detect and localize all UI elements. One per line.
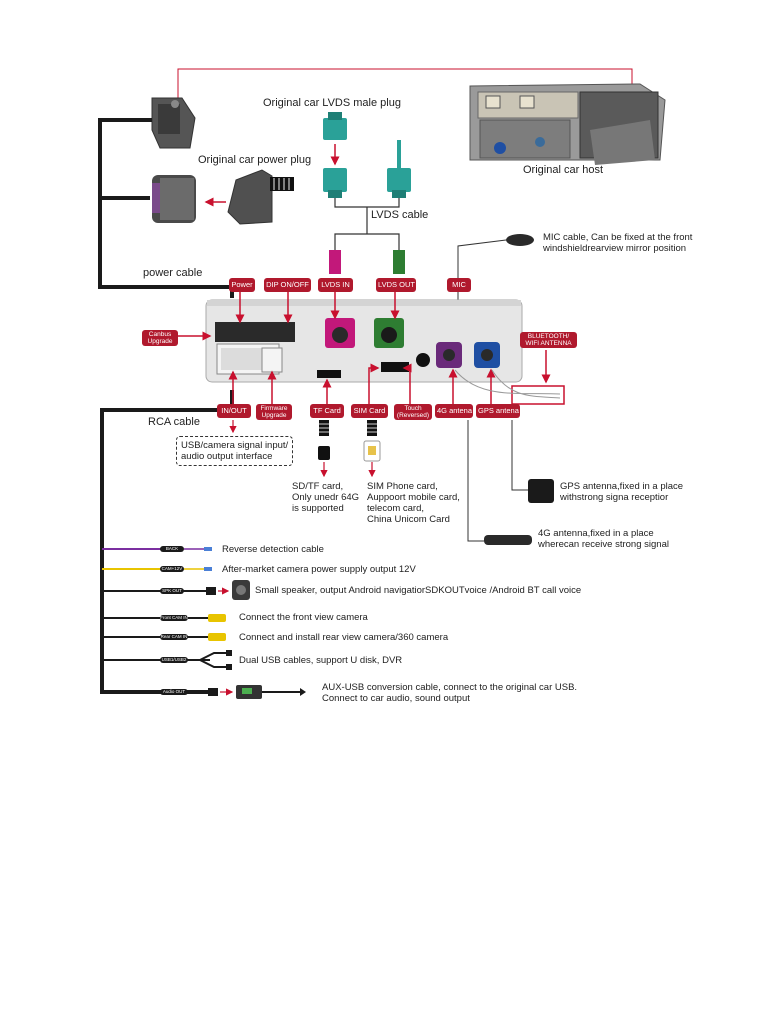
tag-bt-line-1: BLUETOOTH/ (527, 333, 570, 340)
bt-antenna-wires (454, 369, 561, 399)
gps-antenna-label-2: withstrong signa receptior (560, 492, 669, 503)
4g-antenna-cable (467, 420, 484, 542)
car-host-label: Original car host (523, 164, 604, 176)
lvds-cable-label: LVDS cable (371, 209, 429, 221)
main-unit-image (205, 299, 523, 383)
cable-desc-audio-1: AUX-USB conversion cable, connect to the… (322, 682, 578, 693)
tag-touch: Touch (Reversed) (394, 404, 432, 420)
4g-antenna-label-2: wherecan receive strong signal (538, 539, 669, 550)
tag-dip: DIP ON/OFF (264, 278, 311, 292)
lvds-male-plug-label: Original car LVDS male plug (263, 97, 401, 109)
power-cable-label: power cable (143, 267, 203, 279)
tag-mic: MIC (447, 278, 471, 292)
tag-power: Power (229, 278, 255, 292)
tag-4g-antena: 4G antena (435, 404, 473, 418)
sim-tag-arrow (368, 363, 380, 404)
gps-antenna-cable (511, 420, 528, 491)
lvds-in-connector (329, 250, 341, 274)
original-power-plug-image (152, 169, 294, 225)
pill-rear-cam: Rear CAM IN (160, 634, 188, 640)
pill-front-cam: Front CAM IN (160, 615, 188, 621)
pill-spk-out: SPK OUT (160, 588, 184, 594)
power-connector-top-image (151, 97, 196, 149)
rca-cable-bus (100, 390, 234, 694)
tag-fw-line-1: Firmware (260, 405, 288, 412)
sim-card-label-3: telecom card, (367, 503, 425, 514)
usb-camera-interface-box: USB/camera signal input/ audio output in… (176, 436, 294, 466)
sim-card-label-4: China Unicom Card (367, 514, 450, 525)
lvds-cable-bracket (334, 198, 400, 250)
gps-antenna-label-1: GPS antenna,fixed in a place (560, 481, 684, 492)
mic-wire (457, 239, 507, 278)
tag-canbus-line-2: Upgrade (147, 338, 173, 345)
pill-back: BACK (160, 546, 184, 552)
tag-fw-line-2: Upgrade (261, 412, 287, 419)
tag-bt-line-2: WIFI ANTENNA (525, 340, 572, 347)
tag-sim-card: SIM Card (351, 404, 388, 418)
usb-box-line-1: USB/camera signal input/ (181, 440, 289, 451)
sd-card-label-2: Only unedr 64G (292, 492, 360, 503)
4g-antenna-image (484, 535, 532, 545)
tag-lvds-in: LVDS IN (318, 278, 353, 292)
tag-touch-line-2: (Reversed) (396, 412, 430, 419)
cable-desc-spk: Small speaker, output Android navigatior… (255, 585, 582, 596)
sim-card-image (363, 420, 381, 462)
mic-image (506, 234, 534, 246)
mic-cable-label-2: windshieldrearview mirror position (543, 243, 687, 254)
tag-canbus-line-1: Canbus (148, 331, 172, 338)
sd-card-image (318, 420, 330, 460)
usb-box-line-2: audio output interface (181, 451, 273, 462)
sd-card-label-3: is supported (292, 503, 344, 514)
rca-cable-label: RCA cable (148, 416, 200, 428)
cable-desc-cam12v: After-market camera power supply output … (222, 564, 416, 575)
lvds-out-connector (393, 250, 405, 274)
pill-cam12v: CAM+12V (160, 566, 184, 572)
lvds-male-plug-image (323, 112, 411, 198)
tag-lvds-out: LVDS OUT (376, 278, 416, 292)
pill-audio-out: Audio OUT (160, 689, 188, 695)
cable-desc-front-cam: Connect the front view camera (239, 612, 368, 623)
touch-tag-arrow (402, 363, 412, 404)
tag-in-out: IN/OUT (217, 404, 251, 418)
power-plug-label: Original car power plug (198, 154, 312, 166)
cable-desc-back: Reverse detection cable (222, 544, 324, 555)
tag-gps-antena: GPS antena (476, 404, 520, 418)
sim-card-label-1: SIM Phone card, (367, 481, 438, 492)
cable-desc-audio-2: Connect to car audio, sound output (322, 693, 470, 704)
tag-touch-line-1: Touch (404, 405, 422, 412)
sd-card-label-1: SD/TF card, (292, 481, 344, 492)
pill-usb: USB1/USB2 (160, 657, 188, 663)
original-car-host-image (469, 83, 666, 165)
4g-antenna-label-1: 4G antenna,fixed in a place (538, 528, 654, 539)
cable-desc-rear-cam: Connect and install rear view camera/360… (239, 632, 449, 643)
tag-bluetooth: BLUETOOTH/ WIFI ANTENNA (520, 332, 577, 348)
bt-antenna-box (511, 385, 565, 405)
rca-branches (102, 547, 306, 699)
tag-tf-card: TF Card (310, 404, 344, 418)
tag-firmware: Firmware Upgrade (256, 404, 292, 420)
tag-canbus: Canbus Upgrade (142, 330, 178, 346)
cable-desc-usb: Dual USB cables, support U disk, DVR (239, 655, 403, 666)
gps-antenna-image (528, 479, 554, 503)
mic-cable-label-1: MIC cable, Can be fixed at the front (543, 232, 693, 243)
sim-card-label-2: Auppoort mobile card, (367, 492, 460, 503)
